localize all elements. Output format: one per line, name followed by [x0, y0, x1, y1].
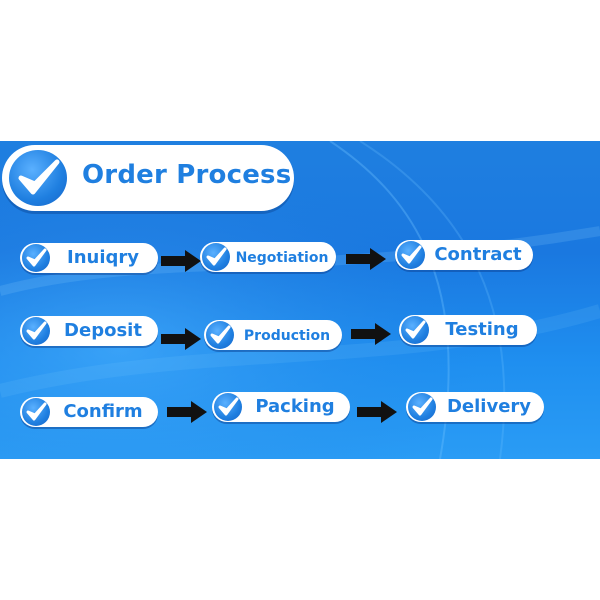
step-confirm: Confirm — [20, 397, 158, 427]
checkmark-icon — [22, 317, 50, 345]
right-arrow-icon — [346, 248, 386, 270]
checkmark-icon — [397, 241, 425, 269]
right-arrow-icon — [161, 250, 201, 272]
checkmark-icon — [202, 243, 230, 271]
checkmark-icon — [22, 398, 50, 426]
step-packing: Packing — [212, 392, 350, 422]
title-pill: Order Process — [2, 145, 294, 211]
checkmark-icon — [401, 316, 429, 344]
step-label: Packing — [255, 396, 335, 417]
step-label: Contract — [434, 244, 522, 265]
step-label: Negotiation — [235, 250, 329, 266]
step-label: Testing — [445, 319, 519, 340]
page-title: Order Process — [82, 160, 292, 190]
right-arrow-icon — [161, 328, 201, 350]
step-testing: Testing — [399, 315, 537, 345]
step-delivery: Delivery — [406, 392, 544, 422]
checkmark-icon — [214, 393, 242, 421]
step-label: Confirm — [63, 401, 143, 422]
step-label: Deposit — [64, 320, 142, 341]
step-label: Delivery — [446, 396, 532, 417]
step-negotiation: Negotiation — [200, 242, 336, 272]
step-deposit: Deposit — [20, 316, 158, 346]
step-production: Production — [204, 320, 342, 350]
right-arrow-icon — [357, 401, 397, 423]
order-process-banner: Order Process Inuiqry Negotiation Contra… — [0, 141, 600, 459]
step-inquiry: Inuiqry — [20, 243, 158, 273]
right-arrow-icon — [167, 401, 207, 423]
step-label: Production — [243, 328, 331, 344]
checkmark-icon — [9, 150, 67, 206]
step-contract: Contract — [395, 240, 533, 270]
step-label: Inuiqry — [67, 247, 139, 268]
right-arrow-icon — [351, 323, 391, 345]
checkmark-icon — [408, 393, 436, 421]
checkmark-icon — [206, 321, 234, 349]
checkmark-icon — [22, 244, 50, 272]
